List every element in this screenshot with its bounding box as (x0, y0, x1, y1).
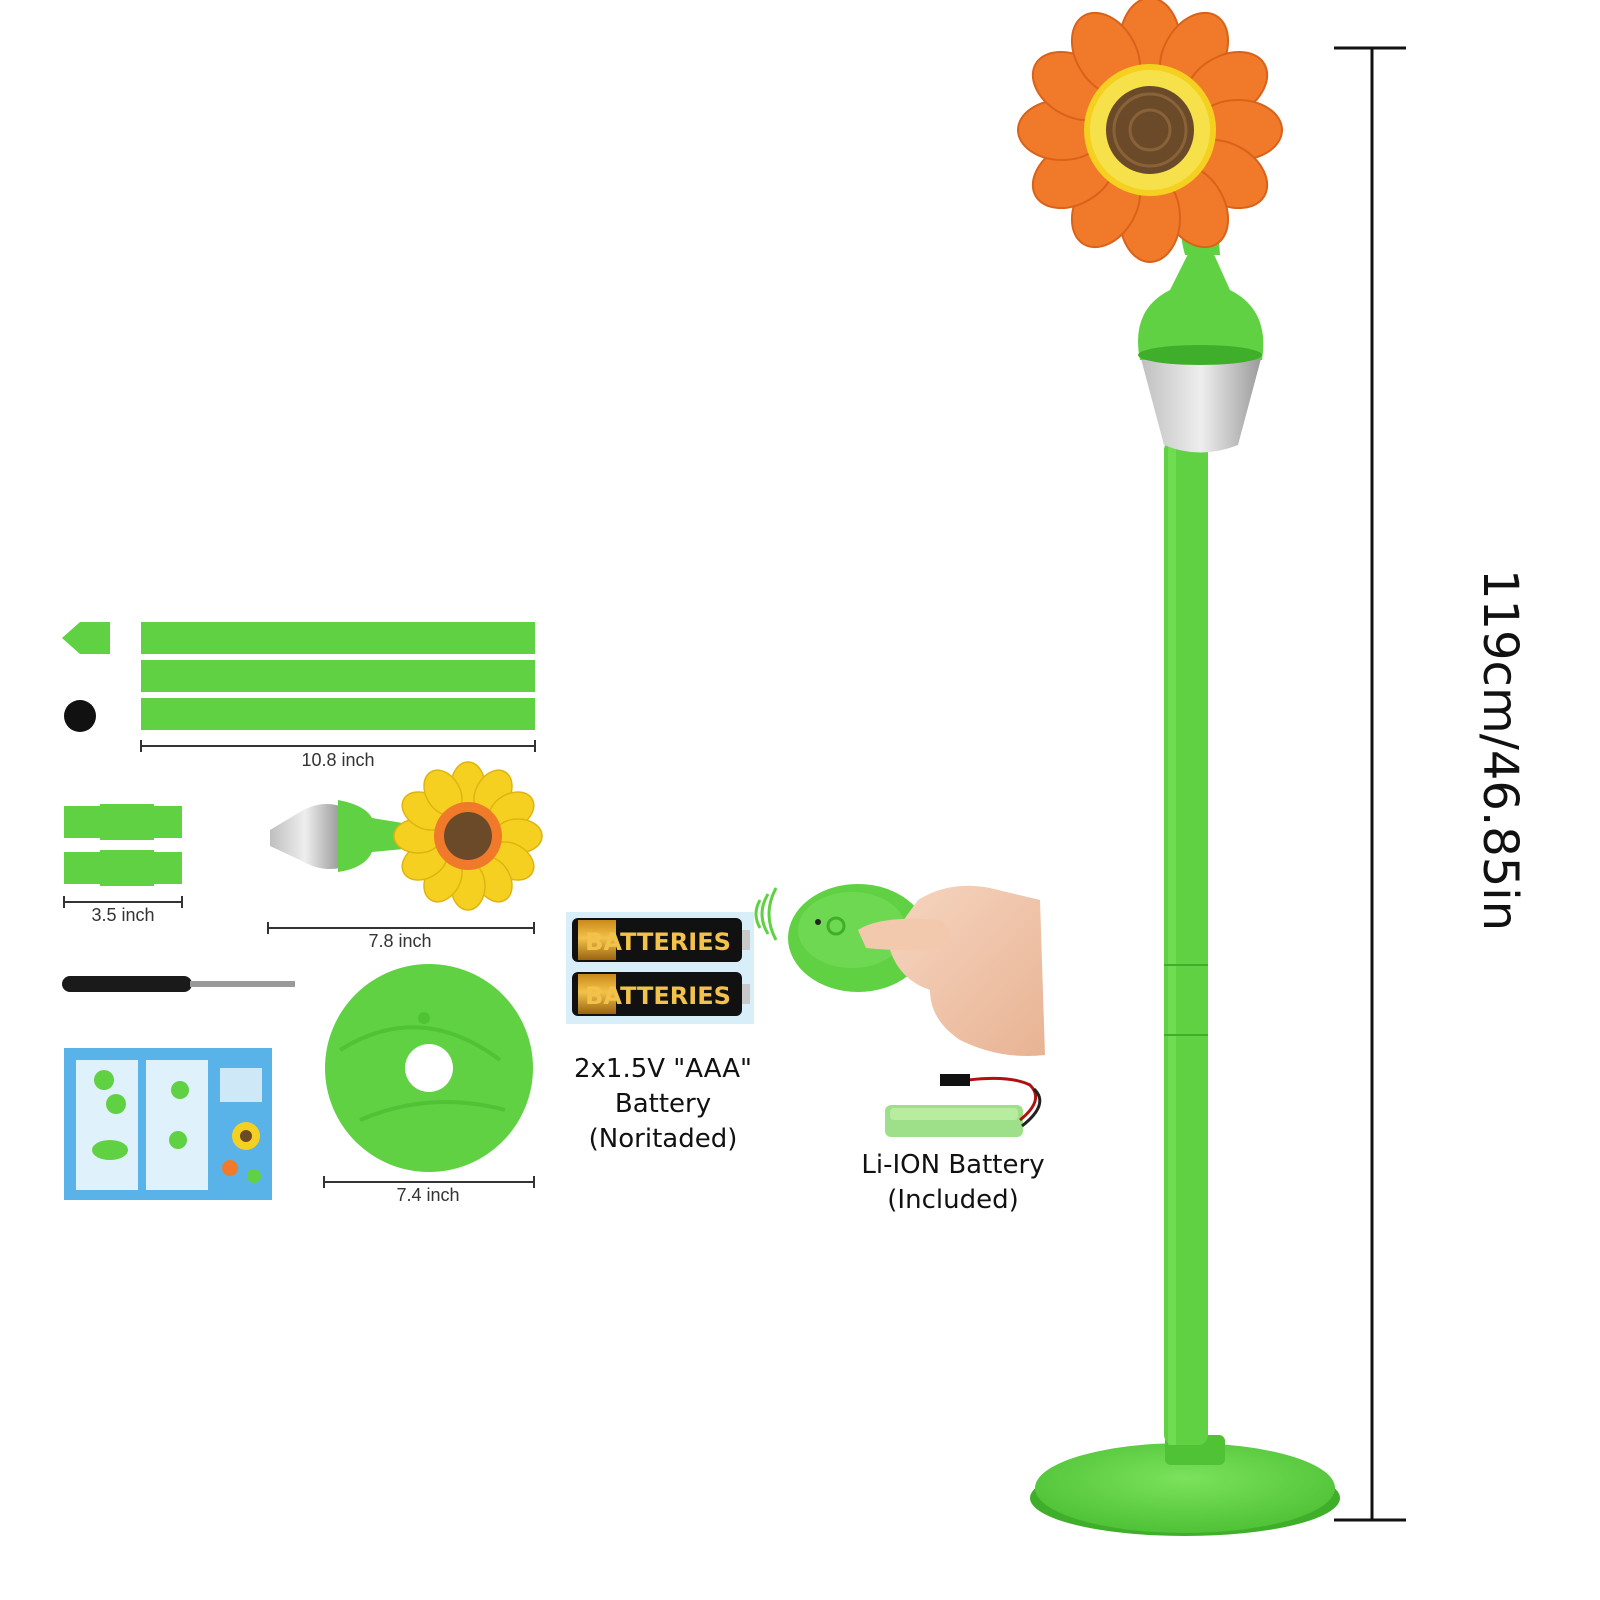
aaa-battery-caption: 2x1.5V "AAA" Battery (Noritaded) (563, 1052, 763, 1157)
parts-base-disc (323, 964, 535, 1188)
rod-tip-piece (62, 622, 110, 654)
assembled-nozzle-cone (1140, 355, 1262, 453)
li-ion-battery-pack (885, 1074, 1042, 1137)
parts-rods (62, 622, 536, 752)
li-ion-caption: Li-ION Battery (Included) (833, 1148, 1073, 1218)
flower-head-length-label: 7.8 inch (368, 931, 432, 951)
aaa-batteries: BATTERIES BATTERIES (566, 912, 754, 1024)
height-dimension-line (1334, 46, 1406, 1522)
aaa-caption-line-2: Battery (614, 1089, 712, 1119)
connectors-length-label: 3.5 inch (91, 905, 155, 925)
aaa-caption-line-3: (Noritaded) (588, 1124, 738, 1154)
parts-flower-head (267, 761, 543, 934)
battery-print-label-2: BATTERIES (585, 982, 731, 1010)
aaa-caption-line-1: 2x1.5V "AAA" (573, 1054, 753, 1084)
assembled-sprinkler (1017, 0, 1340, 1536)
parts-connectors (63, 804, 183, 908)
rubber-plug (64, 700, 96, 732)
battery-print-label-1: BATTERIES (585, 928, 731, 956)
total-height-label: 119cm/46.85in (1472, 568, 1528, 932)
rods-length-label: 10.8 inch (301, 750, 375, 770)
hand (858, 885, 1045, 1056)
instruction-manual (64, 1048, 272, 1200)
assembled-flower-head (1017, 0, 1283, 263)
base-diameter-label: 7.4 inch (396, 1185, 460, 1205)
li-ion-caption-line-1: Li-ION Battery (861, 1150, 1045, 1180)
li-ion-caption-line-2: (Included) (887, 1185, 1019, 1215)
screwdriver (62, 976, 295, 992)
